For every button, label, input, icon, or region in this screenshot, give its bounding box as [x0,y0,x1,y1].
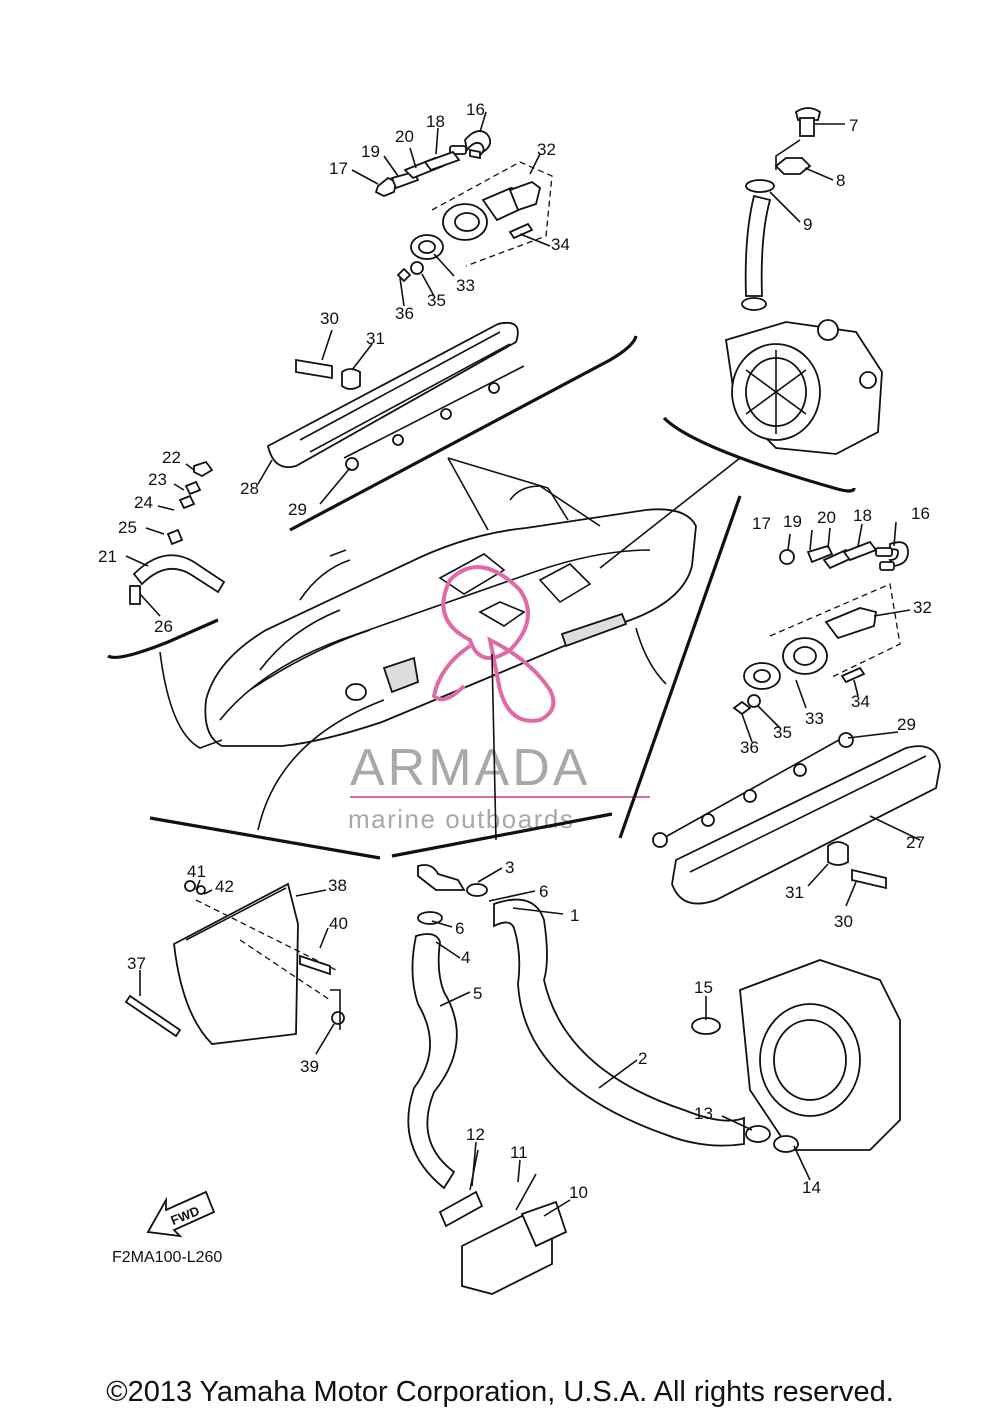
callout-37: 37 [127,954,146,973]
callout-20b: 20 [817,508,836,527]
sponson-left [266,321,525,471]
callout-34b: 34 [851,692,870,711]
callout-40: 40 [329,914,348,933]
vent-assembly-top [374,130,553,283]
callout-9: 9 [803,215,812,234]
cable-bracket [129,460,226,605]
watermark-brand: ARMADA [350,739,590,797]
callout-29b: 29 [897,715,916,734]
callout-17b: 17 [752,514,771,533]
diagram-code: F2MA100-L260 [112,1249,222,1266]
pump-housing [691,959,901,1153]
callout-27: 27 [906,833,925,852]
callout-12: 12 [466,1125,485,1144]
callout-11: 11 [510,1143,528,1162]
intake-cover [124,880,345,1045]
callout-31a: 31 [366,329,385,348]
sponson-right [652,732,941,905]
callout-18b: 18 [853,506,872,525]
callout-1: 1 [570,906,579,925]
callout-33a: 33 [456,276,475,295]
callout-6b: 6 [455,919,464,938]
callout-24: 24 [134,493,153,512]
hose-assembly [407,864,745,1295]
callout-19a: 19 [361,142,380,161]
callout-34a: 34 [551,235,570,254]
callout-16b: 16 [911,504,930,523]
callout-35a: 35 [427,291,446,310]
callout-numbers: 1 2 3 4 5 6 6 7 8 9 10 11 12 13 14 15 16… [98,100,932,1202]
callout-32b: 32 [913,598,932,617]
vent-assembly-right [732,540,909,716]
watercraft-body [204,485,697,747]
copyright-notice: ©2013 Yamaha Motor Corporation, U.S.A. A… [106,1376,894,1408]
callout-14: 14 [802,1178,821,1197]
callout-31b: 31 [785,883,804,902]
callout-39: 39 [300,1057,319,1076]
callout-7: 7 [849,116,858,135]
callout-32a: 32 [537,140,556,159]
callout-16a: 16 [466,100,485,119]
callout-33b: 33 [805,709,824,728]
callout-28: 28 [240,479,259,498]
leader-lines [125,111,921,1217]
callout-4: 4 [461,948,470,967]
callout-30b: 30 [834,912,853,931]
callout-13: 13 [694,1104,713,1123]
callout-5: 5 [473,984,482,1003]
callout-25: 25 [118,518,137,537]
callout-23: 23 [148,470,167,489]
callout-20a: 20 [395,127,414,146]
callout-22: 22 [162,448,181,467]
callout-2: 2 [638,1049,647,1068]
callout-29a: 29 [288,500,307,519]
callout-17a: 17 [329,159,348,178]
callout-36b: 36 [740,738,759,757]
callout-8: 8 [836,171,845,190]
callout-6a: 6 [539,882,548,901]
callout-41: 41 [187,862,206,881]
callout-18a: 18 [426,112,445,131]
callout-3: 3 [505,858,514,877]
callout-26: 26 [154,617,173,636]
callout-36a: 36 [395,304,414,323]
callout-35b: 35 [773,723,792,742]
connector-lines [107,335,856,860]
callout-21: 21 [98,547,117,566]
callout-19b: 19 [783,512,802,531]
callout-38: 38 [328,876,347,895]
fwd-arrow: FWD [146,1190,216,1238]
watermark-tagline: marine outboards [348,804,574,834]
callout-42: 42 [215,877,234,896]
callout-15: 15 [694,978,713,997]
drain-and-pump-housing-top [724,107,883,455]
callout-30a: 30 [320,309,339,328]
callout-10: 10 [569,1183,588,1202]
